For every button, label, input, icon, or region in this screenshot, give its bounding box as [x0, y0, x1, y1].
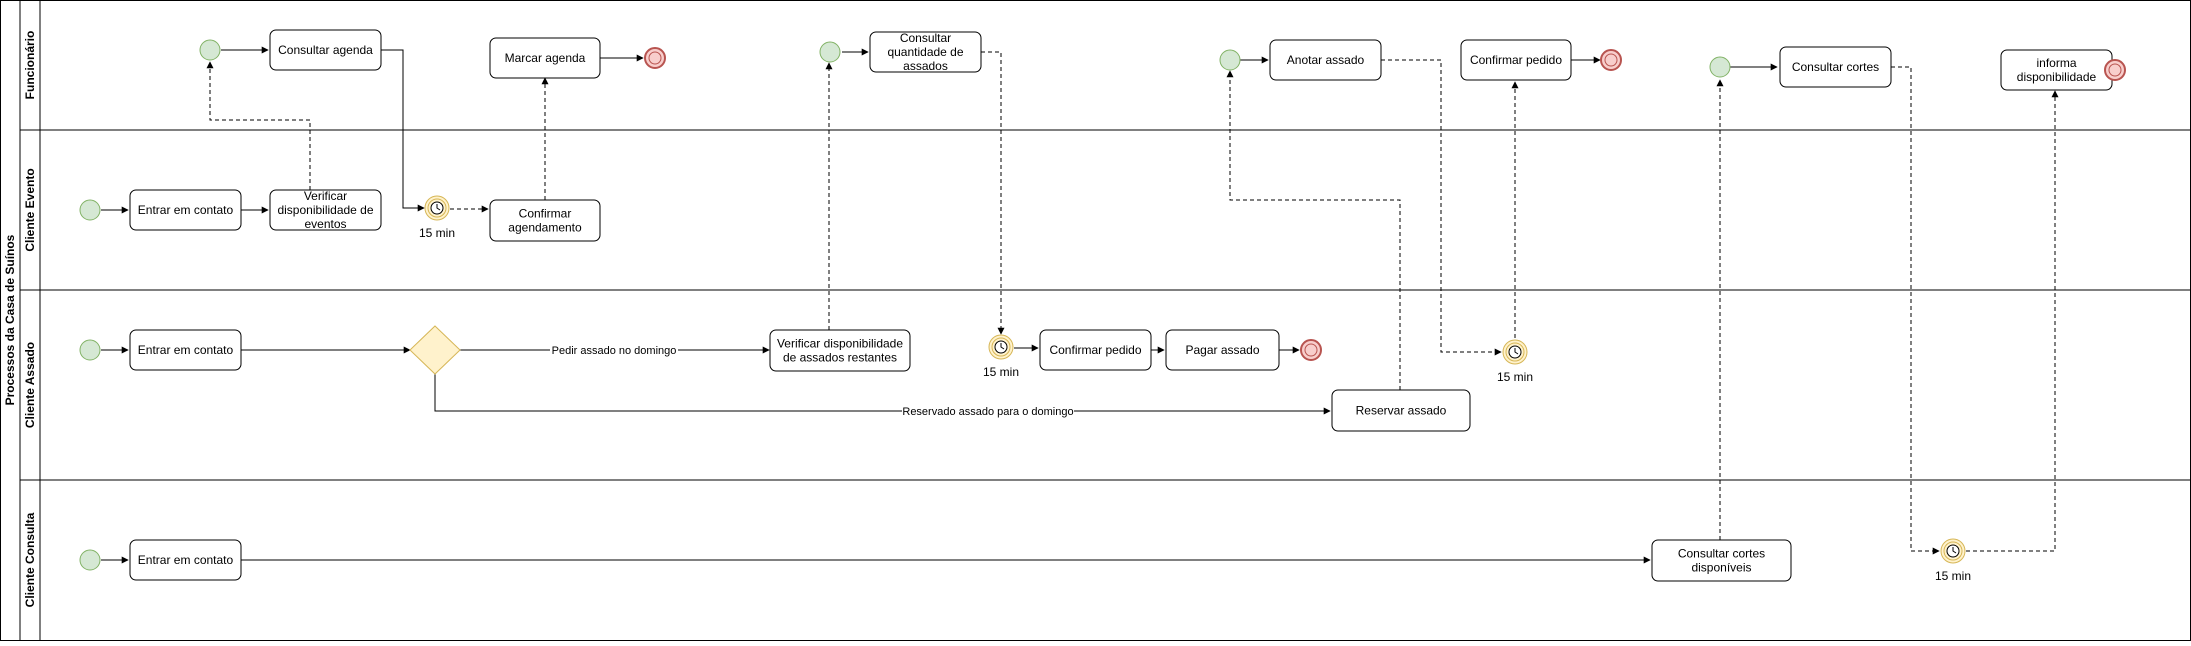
task-label: Anotar assado [1287, 53, 1365, 67]
task-label: Entrar em contato [138, 343, 234, 357]
task-entrar-contato-consulta: Entrar em contato [130, 540, 241, 580]
msg-anotar-to-timer [1381, 60, 1501, 352]
msg-timer-to-informa [1966, 91, 2055, 551]
task-label: Consultar cortes [1678, 547, 1765, 561]
task-confirmar-pedido-func: Confirmar pedido [1461, 40, 1571, 80]
task-label: quantidade de [887, 45, 963, 59]
edges [101, 50, 2103, 560]
start-event [200, 40, 220, 60]
task-label: Consultar agenda [278, 43, 373, 57]
message-flows [210, 52, 2055, 551]
task-label: Verificar disponibilidade [777, 337, 903, 351]
task-label: Entrar em contato [138, 203, 234, 217]
task-label: Confirmar pedido [1470, 53, 1562, 67]
start-event [80, 200, 100, 220]
task-consultar-cortes: Consultar cortes [1780, 47, 1891, 87]
start-event [820, 42, 840, 62]
timer-event: 15 min [1935, 539, 1971, 583]
task-label: Marcar agenda [505, 51, 586, 65]
start-event [80, 550, 100, 570]
task-label: de assados restantes [783, 351, 897, 365]
exclusive-gateway [410, 326, 460, 374]
edge-label-reservado-domingo: Reservado assado para o domingo [902, 406, 1073, 418]
timer-label: 15 min [983, 365, 1019, 379]
task-pagar-assado: Pagar assado [1166, 330, 1279, 370]
timer-event: 15 min [1497, 340, 1533, 384]
end-event [1601, 50, 1621, 70]
task-label: Reservar assado [1356, 404, 1447, 418]
task-label: eventos [304, 217, 346, 231]
task-label: assados [903, 59, 948, 73]
start-event [1710, 57, 1730, 77]
edge-label-pedir-domingo: Pedir assado no domingo [552, 345, 677, 357]
msg-consultar-quantidade-to-timer [981, 52, 1001, 334]
task-entrar-contato-evento: Entrar em contato [130, 190, 241, 230]
timer-event: 15 min [419, 196, 455, 240]
flow-consultar-agenda-to-timer [381, 50, 424, 208]
task-label: disponíveis [1691, 561, 1751, 575]
task-anotar-assado: Anotar assado [1270, 40, 1381, 80]
timer-label: 15 min [1497, 370, 1533, 384]
task-label: Confirmar pedido [1049, 343, 1141, 357]
task-label: disponibilidade [2017, 70, 2097, 84]
task-label: Confirmar [519, 207, 572, 221]
msg-verificar-eventos-to-start [210, 62, 310, 190]
end-event [1301, 340, 1321, 360]
task-label: Verificar [304, 189, 347, 203]
end-event [645, 48, 665, 68]
task-label: Consultar [900, 31, 951, 45]
flow-gateway-to-reservar [435, 374, 1330, 411]
start-event [1220, 50, 1240, 70]
timer-event: 15 min [983, 335, 1019, 379]
task-label: informa [2036, 56, 2076, 70]
start-event [80, 340, 100, 360]
lane-label-cliente-evento: Cliente Evento [23, 168, 37, 251]
task-confirmar-pedido-cliente: Confirmar pedido [1040, 330, 1151, 370]
lane-label-funcionario: Funcionário [23, 31, 37, 100]
timer-label: 15 min [1935, 569, 1971, 583]
task-entrar-contato-assado: Entrar em contato [130, 330, 241, 370]
task-label: Consultar cortes [1792, 60, 1879, 74]
task-marcar-agenda: Marcar agenda [490, 38, 600, 78]
timer-label: 15 min [419, 226, 455, 240]
task-label: disponibilidade de [277, 203, 373, 217]
lane-label-cliente-consulta: Cliente Consulta [23, 512, 37, 607]
task-label: agendamento [508, 221, 582, 235]
end-event [2105, 60, 2125, 80]
task-reservar-assado: Reservar assado [1332, 390, 1470, 431]
task-label: Entrar em contato [138, 553, 234, 567]
task-label: Pagar assado [1185, 343, 1259, 357]
task-consultar-agenda: Consultar agenda [270, 30, 381, 70]
msg-consultar-cortes-to-timer [1891, 67, 1939, 551]
lane-label-cliente-assado: Cliente Assado [23, 342, 37, 428]
pool-title: Processos da Casa de Suínos [3, 234, 17, 405]
